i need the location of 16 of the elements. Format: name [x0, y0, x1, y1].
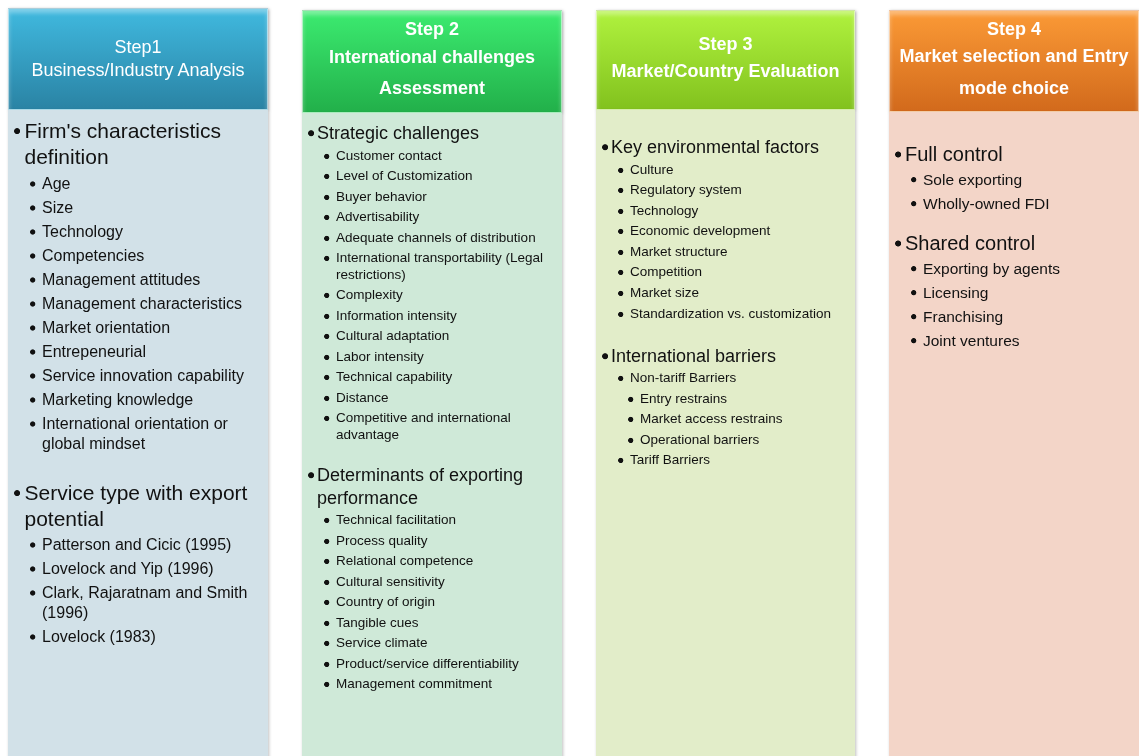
step-label: Step 2: [404, 18, 460, 42]
step-title: Business/Industry Analysis: [30, 59, 246, 82]
step-header: [889, 10, 1139, 112]
step-header: [596, 10, 855, 110]
step-panel: [8, 110, 268, 756]
step-label: Step 3: [697, 32, 754, 56]
step-label: Step1: [113, 35, 163, 59]
step-panel: [889, 112, 1139, 756]
step-title: Market selection and Entry mode choice: [898, 45, 1130, 100]
step-label: Step 4: [986, 17, 1042, 41]
step-panel: [596, 110, 855, 756]
step-header: [302, 10, 562, 113]
step-title: International challenges Assessment: [327, 45, 537, 101]
step-title: Market/Country Evaluation: [610, 59, 841, 83]
step-panel: [302, 113, 562, 756]
step-header: [8, 8, 268, 110]
